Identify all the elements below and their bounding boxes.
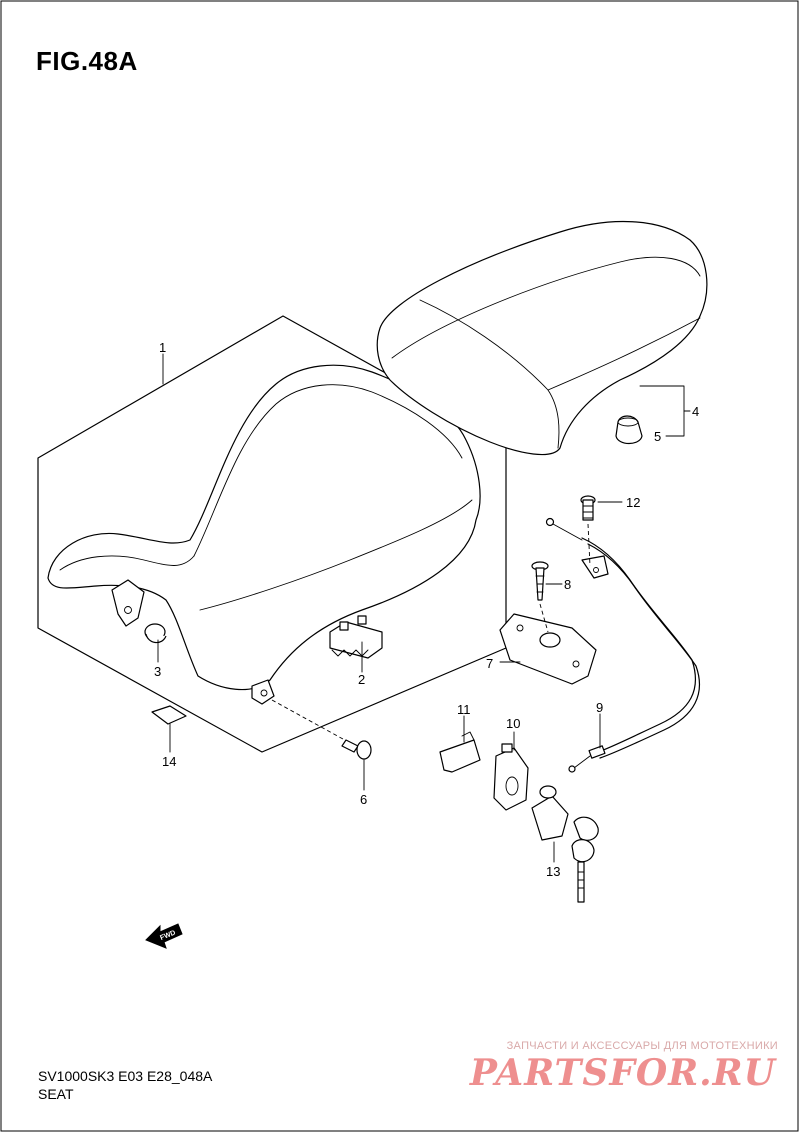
bolt-shank: [341, 739, 359, 753]
bracket-hole: [124, 606, 132, 614]
holder-hole: [505, 776, 519, 796]
forward-direction-marker: FWD: [145, 923, 183, 949]
footer-section-name: SEAT: [38, 1086, 74, 1102]
key-a-head: [573, 816, 599, 841]
callout-2: 2: [358, 672, 365, 687]
key-b-blade: [577, 861, 585, 903]
callout-7: 7: [486, 656, 493, 671]
clip-tab: [461, 731, 475, 741]
seat-crease-line: [193, 384, 463, 557]
holder-tab: [501, 743, 513, 753]
cable-end-ball: [545, 517, 555, 527]
hook-hole: [260, 689, 268, 697]
bolt-guide-line: [271, 699, 353, 745]
key-b-head: [571, 839, 595, 863]
bracket-plate: [499, 613, 597, 685]
callout-1: 1: [159, 340, 166, 355]
rear-seat-4: [376, 220, 708, 456]
callout-9: 9: [596, 700, 603, 715]
bolt-head: [356, 740, 372, 760]
seat-side-seam: [199, 499, 473, 611]
callout-12: 12: [626, 495, 640, 510]
screw-8-guide: [539, 603, 549, 633]
callout-leaders: [157, 353, 691, 863]
seat-lock-set-13: [531, 785, 599, 903]
seat-edge-line: [59, 555, 195, 571]
screw-8-thread: [535, 575, 545, 593]
fwd-arrow-icon: [145, 923, 183, 949]
key-b-cuts: [577, 871, 585, 889]
clip-body: [439, 739, 481, 773]
lock-cylinder: [531, 795, 569, 841]
clip-11: [439, 731, 481, 773]
callout-3: 3: [154, 664, 161, 679]
callout-10: 10: [506, 716, 520, 731]
screw-shank: [582, 499, 594, 521]
footer-model-code: SV1000SK3 E03 E28_048A: [38, 1068, 213, 1084]
holder-plate: [493, 747, 529, 811]
lock-holder-10: [493, 743, 529, 811]
cable-sheath-outer: [587, 543, 700, 759]
watermark-tagline: ЗАПЧАСТИ И АКСЕССУАРЫ ДЛЯ МОТОТЕХНИКИ: [506, 1040, 778, 1052]
leader-4-5: [639, 385, 685, 437]
watermark-logo: PARTSFOR.RU: [469, 1052, 776, 1094]
cable-bracket: [581, 555, 609, 579]
front-seat-assembly: [37, 315, 507, 753]
rubber-block-body: [329, 621, 383, 659]
seat-rear-hook: [251, 679, 275, 705]
cable-inner-wire: [552, 523, 583, 541]
callout-6: 6: [360, 792, 367, 807]
screw-12-guide: [587, 523, 591, 567]
bracket-hole-b: [572, 660, 580, 668]
seat-front-bracket: [111, 579, 145, 627]
rear-seat-top-seam: [391, 256, 701, 359]
rubber-stud-a: [339, 621, 349, 631]
screw-8: [531, 561, 549, 601]
cable-adjuster: [588, 745, 606, 759]
rear-seat-damper-5: [615, 415, 643, 445]
seat-lock-bracket-7: [499, 603, 597, 685]
seat-bolt-6: [271, 699, 372, 760]
screw-12: [580, 495, 596, 521]
callout-8: 8: [564, 577, 571, 592]
damper-top: [617, 417, 639, 427]
callout-14: 14: [162, 754, 176, 769]
bracket-boss: [539, 632, 561, 648]
seat-label-pad-14: [151, 705, 187, 725]
seat-lock-cable-9: [545, 517, 700, 773]
knob-base: [145, 633, 167, 644]
front-seat-cushion: [47, 364, 481, 691]
rear-seat-edge: [419, 299, 701, 391]
callout-4: 4: [692, 404, 699, 419]
callout-labels: 1 2 3 4 5 6 7 8 9 10 11 12 13 14: [154, 340, 699, 879]
cable-bracket-hole: [593, 567, 599, 573]
callout-13: 13: [546, 864, 560, 879]
figure-title: FIG.48A: [36, 46, 138, 76]
rear-seat-cushion: [376, 220, 708, 456]
rubber-stud-b: [357, 615, 367, 625]
rear-seat-corner-seam: [547, 389, 560, 449]
screw-thread: [582, 505, 594, 519]
seat-cushion-knob-3: [144, 623, 167, 644]
cable-end-nipple: [568, 765, 576, 773]
callout-5: 5: [654, 429, 661, 444]
lock-face: [539, 785, 557, 799]
bracket-hole-a: [516, 624, 524, 632]
cable-end-wire: [573, 755, 591, 769]
callout-11: 11: [457, 702, 471, 717]
seat-rubber-cushion-2: [329, 615, 383, 659]
